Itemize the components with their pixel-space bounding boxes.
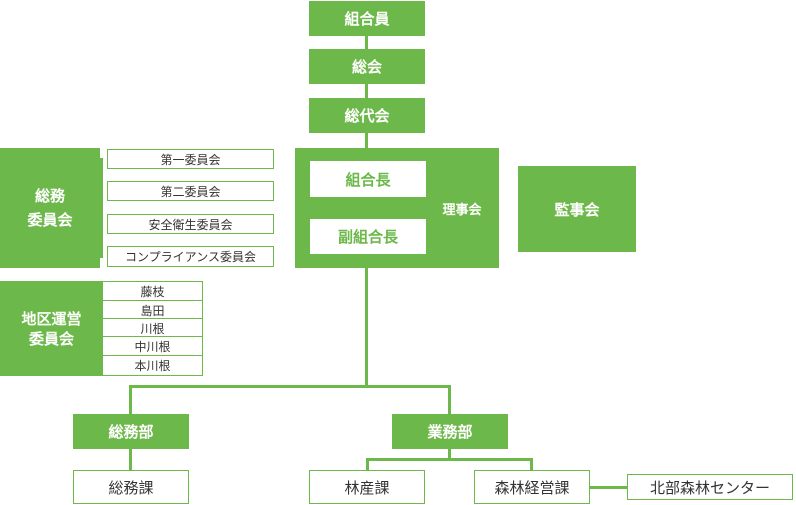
committee-item-2: 第二委員会 (107, 181, 274, 201)
connector-to-business-dept (448, 385, 451, 414)
forest-management-section-box: 森林経営課 (474, 470, 590, 504)
connector-mgmt-to-north-center (590, 486, 628, 489)
auditors-box: 監事会 (518, 166, 636, 252)
connector-delegates-board (365, 133, 368, 148)
connector-committee-items (100, 158, 103, 258)
connector-board-down (365, 268, 368, 386)
general-affairs-dept-box: 総務部 (73, 414, 189, 449)
connector-to-forestry-section (366, 458, 369, 470)
committee-item-3: 安全衛生委員会 (107, 214, 274, 234)
district-committee-box: 地区運営 委員会 (0, 281, 103, 376)
connector-business-dept-down (448, 449, 451, 460)
connector-dept-horizontal (129, 385, 451, 388)
delegates-meeting-box: 総代会 (309, 98, 425, 133)
general-affairs-section-box: 総務課 (73, 470, 189, 504)
general-affairs-committee-box: 総務 委員会 (0, 148, 100, 268)
connector-general-dept-section (129, 449, 132, 470)
committee-item-1: 第一委員会 (107, 149, 274, 169)
connector-sections-horizontal (366, 458, 533, 461)
committee-item-4: コンプライアンス委員会 (107, 246, 274, 267)
district-item-honkawane: 本川根 (102, 355, 203, 376)
connector-to-general-dept (129, 385, 132, 414)
connector-general-delegates (365, 84, 368, 98)
connector-to-forest-mgmt-section (530, 458, 533, 470)
board-label: 理事会 (442, 202, 482, 218)
district-item-shimada: 島田 (102, 300, 203, 320)
members-box: 組合員 (309, 1, 425, 36)
vice-president-box: 副組合長 (310, 219, 426, 254)
connector-members-general (365, 36, 368, 49)
general-meeting-box: 総会 (309, 49, 425, 84)
north-forest-center-box: 北部森林センター (627, 474, 793, 500)
business-dept-box: 業務部 (392, 414, 508, 449)
district-item-kawane: 川根 (102, 318, 203, 338)
district-item-fujieda: 藤枝 (102, 281, 203, 301)
forestry-section-box: 林産課 (309, 470, 425, 504)
president-box: 組合長 (310, 161, 426, 197)
district-item-nakakawane: 中川根 (102, 336, 203, 356)
